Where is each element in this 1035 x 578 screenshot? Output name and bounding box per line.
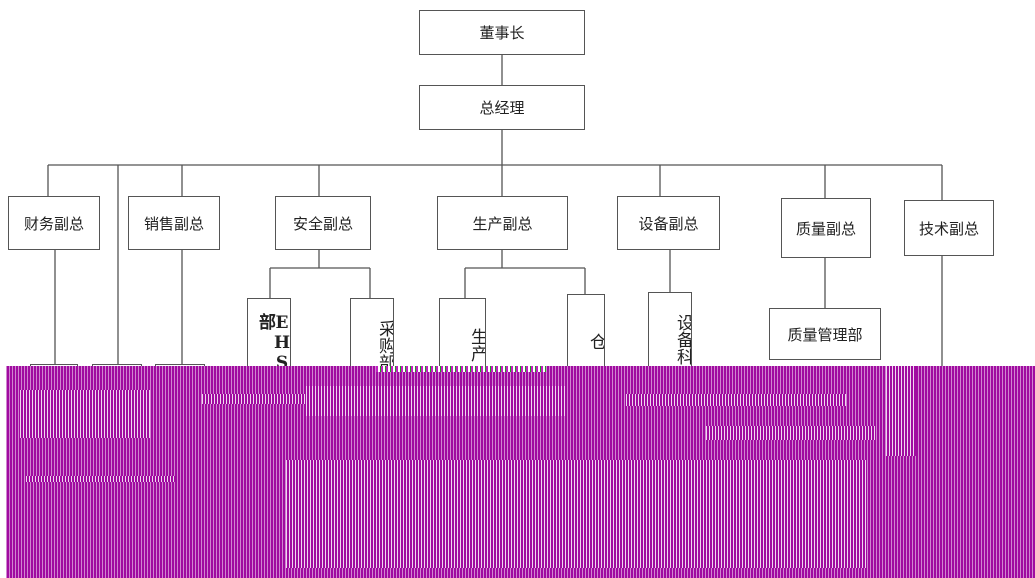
node-vp-safety: 安全副总 [275,196,371,250]
node-dept-quality-mgmt: 质量管理部 [769,308,881,360]
glitch-noise-strip [376,366,546,372]
node-dept-ehs: EHS部 [247,298,291,378]
node-chairman: 董事长 [419,10,585,55]
glitch-block [26,476,176,482]
glitch-block [626,394,846,406]
node-vp-tech: 技术副总 [904,200,994,256]
glitch-block [202,394,312,404]
node-dept-purchasing: 采购部 [350,298,394,378]
glitch-block [20,390,150,438]
node-vp-sales: 销售副总 [128,196,220,250]
node-general-manager: 总经理 [419,85,585,130]
glitch-block [306,386,566,416]
glitch-block [286,460,866,568]
node-vp-production: 生产副总 [437,196,568,250]
node-vp-equipment: 设备副总 [617,196,720,250]
glitch-block [886,366,916,456]
node-dept-equipment: 设备科 [648,292,692,372]
node-dept-production: 生产 [439,298,486,378]
node-dept-warehouse: 仓 [567,294,605,374]
node-vp-finance: 财务副总 [8,196,100,250]
corrupted-image-overlay [6,366,1035,578]
glitch-block [706,426,876,440]
node-vp-quality: 质量副总 [781,198,871,258]
